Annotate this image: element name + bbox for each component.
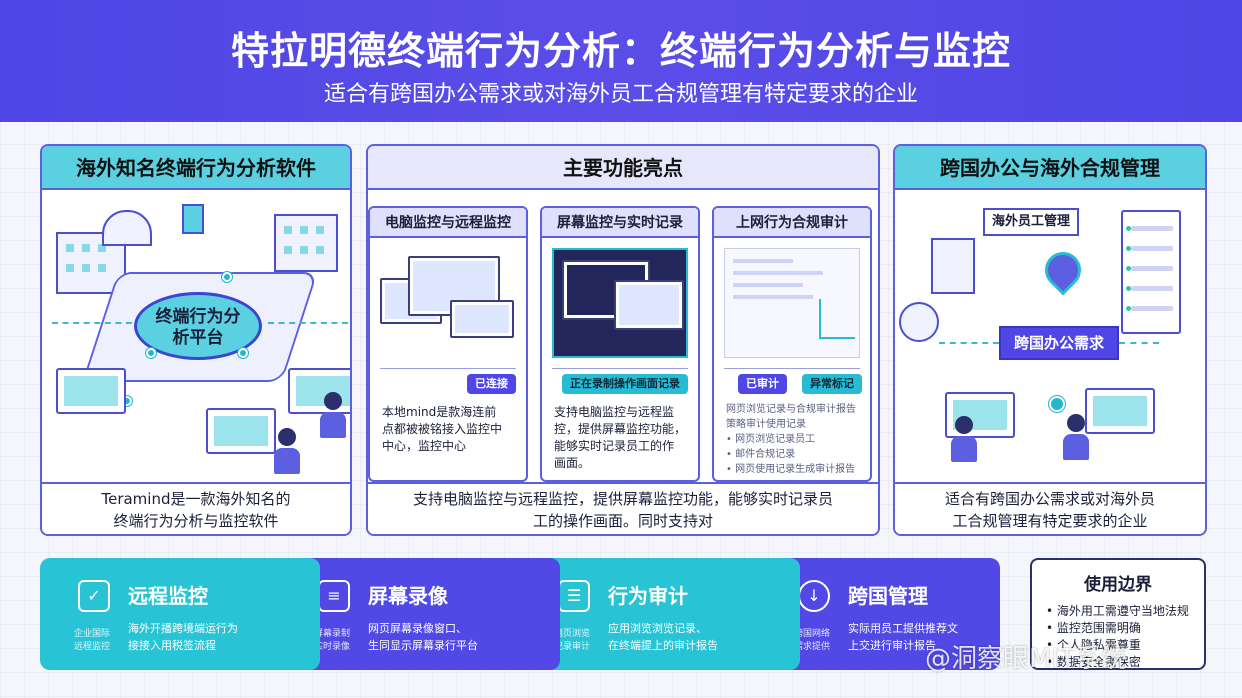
page-title: 特拉明德终端行为分析：终端行为分析与监控 bbox=[230, 29, 1011, 73]
remote-monitor-icon: ✓ bbox=[78, 580, 110, 612]
watermark: @洞察眼MIT系统 bbox=[925, 644, 1127, 674]
office-building-icon bbox=[274, 214, 338, 272]
platform-label: 终端行为分 析平台 bbox=[155, 307, 241, 348]
audit-dashboard-illustration bbox=[724, 248, 860, 358]
feature-card-text: 支持电脑监控与远程监 控，提供屏幕监控功能， 能够实时记录员工的作 画面。 bbox=[554, 405, 687, 470]
panel-overseas-software: 海外知名终端行为分析软件 终端行为分 析平台 Teramind是一款海外知名的 … bbox=[40, 144, 352, 536]
monitor-icon bbox=[614, 280, 684, 330]
platform-badge: 终端行为分 析平台 bbox=[134, 292, 262, 360]
feature-card-title: 电脑监控与远程监控 bbox=[370, 208, 526, 238]
feature-tile-desc: 实际用员工提供推荐文 上交进行审计报告 bbox=[848, 622, 958, 652]
employee-icon bbox=[955, 416, 973, 434]
server-tower-icon bbox=[182, 204, 204, 234]
feature-tile-global: ↓ 跨国管理 跨国网络 需求提供 实际用员工提供推荐文 上交进行审计报告 bbox=[760, 558, 1000, 670]
panel-key-features: 主要功能亮点 电脑监控与远程监控 已连接 本地mind是款海连前 点都被被铭接入… bbox=[366, 144, 880, 536]
employee-body bbox=[951, 436, 977, 462]
dome-building-icon bbox=[102, 210, 152, 246]
feature-card-title: 屏幕监控与实时记录 bbox=[542, 208, 698, 238]
feature-card-remote: 电脑监控与远程监控 已连接 本地mind是款海连前 点都被被铭接入监控中 中心，… bbox=[368, 206, 528, 482]
connection-line bbox=[939, 342, 999, 344]
audit-icon: ☰ bbox=[558, 580, 590, 612]
feature-tile-title: 跨国管理 bbox=[848, 584, 928, 608]
connection-line bbox=[1119, 342, 1159, 344]
status-badge-connected: 已连接 bbox=[467, 374, 516, 394]
divider bbox=[724, 368, 860, 369]
usage-boundary-title: 使用边界 bbox=[1084, 575, 1152, 595]
recording-timeline bbox=[552, 368, 688, 369]
list-item: 个人隐私需尊重 bbox=[1046, 637, 1204, 654]
feature-tile-desc: 海外开播跨境端运行为 接接入用税签流程 bbox=[128, 622, 238, 652]
list-item: 监控范围需明确 bbox=[1046, 620, 1204, 637]
camera-icon bbox=[899, 302, 939, 342]
feature-tile-title: 行为审计 bbox=[608, 584, 688, 608]
panel-cross-border: 跨国办公与海外合规管理 海外员工管理 跨国办公需求 适合有跨国办公需求或对海外员… bbox=[893, 144, 1207, 536]
screen-record-icon: ≡ bbox=[318, 580, 350, 612]
connection-line bbox=[52, 322, 132, 324]
divider bbox=[380, 368, 516, 369]
page-subtitle: 适合有跨国办公需求或对海外员工合规管理有特定要求的企业 bbox=[323, 82, 918, 107]
usage-boundary-card: 使用边界 海外用工需遵守当地法规 监控范围需明确 个人隐私需尊重 数据安全需保密 bbox=[1030, 558, 1206, 670]
connection-line bbox=[268, 322, 348, 324]
feature-tile-title: 远程监控 bbox=[128, 584, 208, 608]
global-manage-icon: ↓ bbox=[798, 580, 830, 612]
server-icon bbox=[931, 238, 975, 294]
overseas-staff-box: 海外员工管理 bbox=[983, 208, 1079, 236]
feature-tile-caption: 跨国网络 需求提供 bbox=[793, 629, 830, 652]
network-node-icon bbox=[238, 348, 248, 358]
monitor-illustration bbox=[380, 248, 516, 358]
screen-record-illustration bbox=[552, 248, 688, 358]
feature-tile-title: 屏幕录像 bbox=[368, 584, 448, 608]
employee-body bbox=[1063, 434, 1089, 460]
location-pin-icon bbox=[1037, 244, 1089, 296]
cross-border-illustration: 海外员工管理 跨国办公需求 bbox=[895, 192, 1205, 480]
panel-title: 海外知名终端行为分析软件 bbox=[42, 146, 350, 190]
usage-boundary-list: 海外用工需遵守当地法规 监控范围需明确 个人隐私需尊重 数据安全需保密 bbox=[1046, 603, 1204, 668]
feature-tile-desc: 网页屏幕录像窗口、 生同显示屏幕录行平台 bbox=[368, 622, 478, 652]
panel-footer: 支持电脑监控与远程监控，提供屏幕监控功能，能够实时记录员 工的操作画面。同时支持… bbox=[368, 482, 878, 534]
employee-icon bbox=[1067, 414, 1085, 432]
cross-border-need-box: 跨国办公需求 bbox=[999, 326, 1119, 360]
feature-card-title: 上网行为合规审计 bbox=[714, 208, 870, 238]
panel-title: 跨国办公与海外合规管理 bbox=[895, 146, 1205, 190]
employee-icon bbox=[324, 392, 342, 410]
laptop-icon bbox=[450, 300, 514, 338]
employee-icon bbox=[278, 428, 296, 446]
platform-illustration: 终端行为分 析平台 bbox=[42, 192, 350, 480]
list-item: 海外用工需遵守当地法规 bbox=[1046, 603, 1204, 620]
feature-card-audit: 上网行为合规审计 已审计 异常标记 网页浏览记录与合规审计报告 策略审计使用记录… bbox=[712, 206, 872, 482]
feature-tile-audit: ☰ 行为审计 网页浏览 记录审计 应用浏览浏览记录、 在终端提上的审计报告 bbox=[520, 558, 800, 670]
workstation-icon bbox=[206, 408, 276, 454]
feature-card-text: 网页浏览记录与合规审计报告 策略审计使用记录 • 网页浏览记录员工 • 邮件合规… bbox=[726, 404, 856, 475]
panel-footer: Teramind是一款海外知名的 终端行为分析与监控软件 bbox=[42, 482, 350, 534]
feature-card-text: 本地mind是款海连前 点都被被铭接入监控中 中心，监控中心 bbox=[382, 405, 503, 453]
status-badge-audited: 已审计 bbox=[738, 374, 787, 394]
employee-body bbox=[274, 448, 300, 474]
feature-tile-caption: 屏幕录制 实时录像 bbox=[313, 629, 350, 652]
workstation-icon bbox=[56, 368, 126, 414]
feature-card-screen: 屏幕监控与实时记录 正在录制操作画面记录 支持电脑监控与远程监 控，提供屏幕监控… bbox=[540, 206, 700, 482]
feature-tile-screen: ≡ 屏幕录像 屏幕录制 实时录像 网页屏幕录像窗口、 生同显示屏幕录行平台 bbox=[280, 558, 560, 670]
workstation-icon bbox=[945, 392, 1015, 438]
panel-title: 主要功能亮点 bbox=[368, 146, 878, 190]
workstation-icon bbox=[1085, 388, 1155, 434]
shield-check-icon bbox=[1049, 396, 1065, 412]
workstation-icon bbox=[288, 368, 350, 414]
status-badge-anomaly: 异常标记 bbox=[802, 374, 862, 394]
header-banner: 特拉明德终端行为分析：终端行为分析与监控 适合有跨国办公需求或对海外员工合规管理… bbox=[0, 0, 1242, 122]
list-item: 数据安全需保密 bbox=[1046, 654, 1204, 668]
feature-tile-caption: 企业国际 远程监控 bbox=[73, 629, 110, 652]
feature-tile-caption: 网页浏览 记录审计 bbox=[553, 629, 590, 652]
feature-tile-remote: ✓ 远程监控 企业国际 远程监控 海外开播跨境端运行为 接接入用税签流程 bbox=[40, 558, 320, 670]
checklist-card bbox=[1121, 210, 1181, 334]
network-node-icon bbox=[146, 348, 156, 358]
status-badge-recording: 正在录制操作画面记录 bbox=[562, 374, 688, 394]
employee-body bbox=[320, 412, 346, 438]
panel-footer: 适合有跨国办公需求或对海外员 工合规管理有特定要求的企业 bbox=[895, 482, 1205, 534]
network-node-icon bbox=[222, 272, 232, 282]
feature-tile-desc: 应用浏览浏览记录、 在终端提上的审计报告 bbox=[608, 622, 718, 652]
